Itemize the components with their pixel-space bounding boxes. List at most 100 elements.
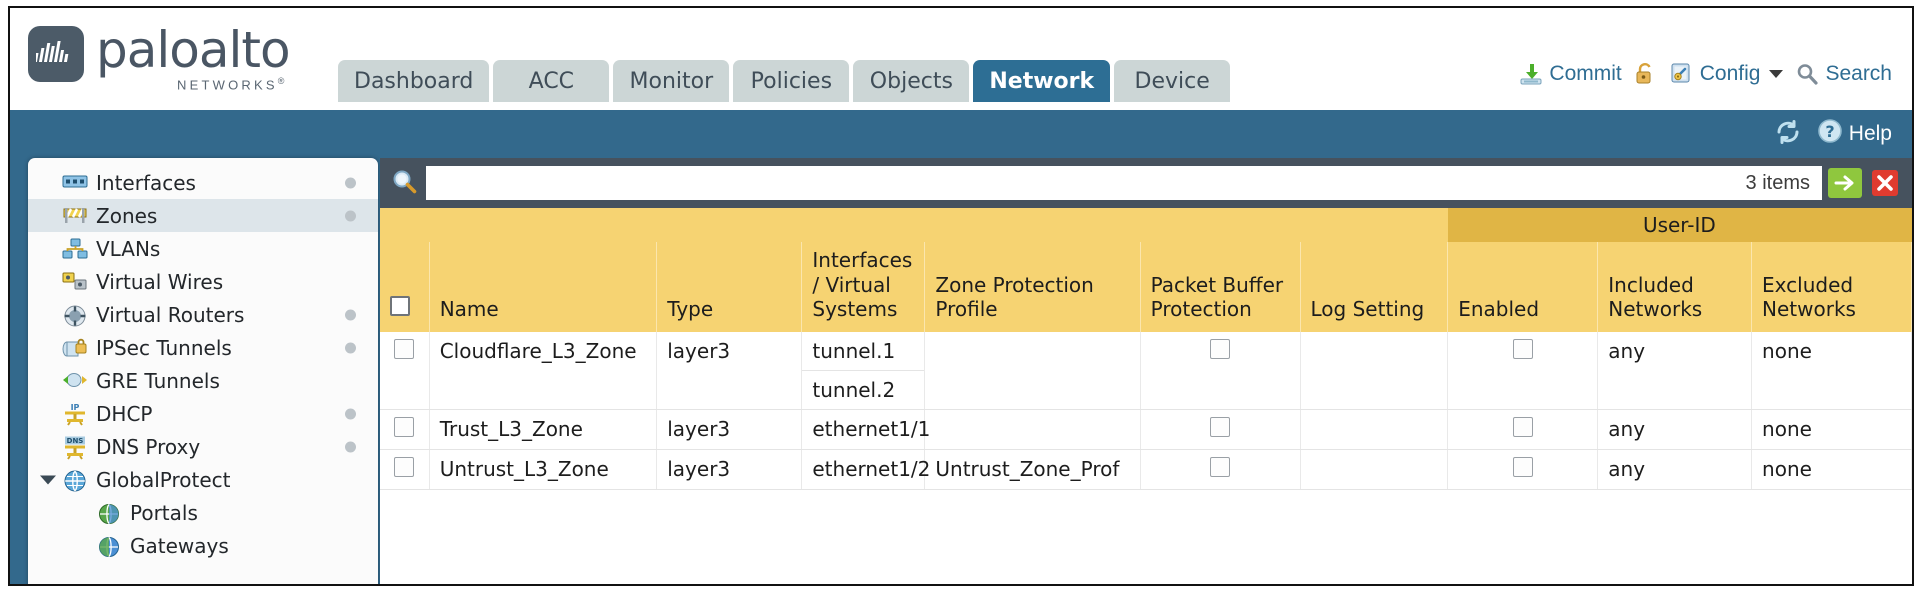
cell-packet-buffer-protection[interactable] xyxy=(1140,449,1301,490)
userid-enabled-checkbox[interactable] xyxy=(1512,338,1533,359)
status-dot xyxy=(345,177,356,188)
sidebar-item-dns-proxy[interactable]: DNS DNS Proxy xyxy=(28,430,378,463)
sidebar-item-gateways[interactable]: Gateways xyxy=(28,529,378,562)
sidebar-item-gre-tunnels[interactable]: GRE Tunnels xyxy=(28,364,378,397)
tab-objects[interactable]: Objects xyxy=(853,60,970,102)
top-toolbar: Commit xyxy=(1519,62,1892,86)
row-checkbox[interactable] xyxy=(394,338,415,359)
sidebar-item-label: GRE Tunnels xyxy=(96,368,220,393)
sidebar-item-label: IPSec Tunnels xyxy=(96,335,232,360)
sidebar-item-vlans[interactable]: VLANs xyxy=(28,232,378,265)
portals-icon xyxy=(96,502,122,524)
packet-buffer-checkbox[interactable] xyxy=(1210,338,1231,359)
userid-enabled-checkbox[interactable] xyxy=(1512,416,1533,437)
select-all-checkbox[interactable] xyxy=(390,296,410,317)
apply-filter-button[interactable] xyxy=(1828,168,1862,198)
cell-userid-enabled[interactable] xyxy=(1447,449,1599,490)
cell-interfaces: ethernet1/1 xyxy=(801,409,930,450)
col-type[interactable]: Type xyxy=(656,242,803,332)
sidebar-item-portals[interactable]: Portals xyxy=(28,496,378,529)
commit-download-icon xyxy=(1519,62,1543,86)
status-dot xyxy=(345,210,356,221)
cell-type: layer3 xyxy=(656,409,803,450)
sidebar-item-dhcp[interactable]: IP DHCP xyxy=(28,397,378,430)
cell-name[interactable]: Cloudflare_L3_Zone xyxy=(429,331,658,410)
sidebar-item-ipsec-tunnels[interactable]: IPSec Tunnels xyxy=(28,331,378,364)
packet-buffer-checkbox[interactable] xyxy=(1210,416,1231,437)
cell-userid-enabled[interactable] xyxy=(1447,409,1599,450)
vlans-icon xyxy=(62,238,88,260)
col-userid-enabled[interactable]: Enabled xyxy=(1447,242,1599,332)
paloalto-logo: paloalto NETWORKS® xyxy=(28,21,291,92)
sidebar-item-globalprotect[interactable]: GlobalProtect xyxy=(28,463,378,496)
table-row[interactable]: Untrust_L3_Zone layer3 ethernet1/2 Untru… xyxy=(380,449,1912,490)
config-dropdown[interactable]: Config xyxy=(1670,62,1784,86)
sidebar-item-virtual-routers[interactable]: Virtual Routers xyxy=(28,298,378,331)
lock-button[interactable] xyxy=(1634,62,1658,86)
sidebar-item-virtual-wires[interactable]: Virtual Wires xyxy=(28,265,378,298)
cell-name[interactable]: Untrust_L3_Zone xyxy=(429,449,658,490)
col-name[interactable]: Name xyxy=(429,242,658,332)
col-included-networks[interactable]: Included Networks xyxy=(1597,242,1753,332)
status-dot xyxy=(345,408,356,419)
row-checkbox[interactable] xyxy=(394,456,415,477)
padlock-icon xyxy=(1634,62,1658,86)
cell-name[interactable]: Trust_L3_Zone xyxy=(429,409,658,450)
sidebar-item-label: Portals xyxy=(130,500,198,525)
col-interfaces-virtual-systems[interactable]: Interfaces / Virtual Systems xyxy=(801,242,926,332)
brand-name: paloalto xyxy=(96,21,291,79)
main-nav-tabs: Dashboard ACC Monitor Policies Objects N… xyxy=(338,60,1234,102)
row-select-cell[interactable] xyxy=(380,449,430,490)
row-checkbox[interactable] xyxy=(394,416,415,437)
item-count-label: 3 items xyxy=(1741,166,1822,200)
col-log-setting[interactable]: Log Setting xyxy=(1300,242,1449,332)
col-zone-protection-profile[interactable]: Zone Protection Profile xyxy=(924,242,1141,332)
cell-packet-buffer-protection[interactable] xyxy=(1140,331,1301,410)
cell-packet-buffer-protection[interactable] xyxy=(1140,409,1301,450)
tab-monitor[interactable]: Monitor xyxy=(613,60,730,102)
cell-type: layer3 xyxy=(656,331,803,410)
cell-zone-protection-profile xyxy=(924,409,1141,450)
row-select-cell[interactable] xyxy=(380,331,430,410)
refresh-icon[interactable] xyxy=(1773,119,1803,150)
userid-enabled-checkbox[interactable] xyxy=(1512,456,1533,477)
cell-included-networks: any xyxy=(1597,331,1753,410)
tab-policies[interactable]: Policies xyxy=(733,60,850,102)
group-header-spacer xyxy=(380,208,1448,243)
row-select-cell[interactable] xyxy=(380,409,430,450)
cell-log-setting xyxy=(1300,331,1449,410)
search-button[interactable]: Search xyxy=(1795,62,1892,86)
chevron-down-icon xyxy=(1769,70,1784,78)
status-dot xyxy=(345,441,356,452)
sidebar-item-interfaces[interactable]: Interfaces xyxy=(28,166,378,199)
col-packet-buffer-protection[interactable]: Packet Buffer Protection xyxy=(1140,242,1301,332)
table-row[interactable]: Trust_L3_Zone layer3 ethernet1/1 any non… xyxy=(380,409,1912,450)
sidebar-item-label: DHCP xyxy=(96,401,153,426)
col-excluded-networks[interactable]: Excluded Networks xyxy=(1751,242,1912,332)
globalprotect-globe-icon xyxy=(62,469,88,491)
svg-text:IP: IP xyxy=(71,403,80,412)
sidebar-item-label: Zones xyxy=(96,203,158,228)
search-input[interactable] xyxy=(426,166,1742,200)
tab-dashboard[interactable]: Dashboard xyxy=(338,60,490,102)
commit-button[interactable]: Commit xyxy=(1519,62,1622,86)
tab-device[interactable]: Device xyxy=(1114,60,1231,102)
tab-acc[interactable]: ACC xyxy=(493,60,610,102)
group-header-userid: User-ID xyxy=(1447,208,1912,243)
cell-log-setting xyxy=(1300,449,1449,490)
magnifier-icon[interactable] xyxy=(390,168,420,198)
cell-interfaces: ethernet1/2 xyxy=(801,449,930,490)
status-dot xyxy=(345,309,356,320)
table-header-row: Name Type Interfaces / Virtual Systems Z… xyxy=(380,242,1912,332)
table-row[interactable]: Cloudflare_L3_Zone layer3 tunnel.1 tunne… xyxy=(380,331,1912,410)
cell-userid-enabled[interactable] xyxy=(1447,331,1599,410)
packet-buffer-checkbox[interactable] xyxy=(1210,456,1231,477)
twisty-expanded-icon[interactable] xyxy=(40,475,56,484)
clear-filter-button[interactable] xyxy=(1868,167,1902,199)
select-all-header[interactable] xyxy=(380,242,430,332)
help-button[interactable]: ? Help xyxy=(1817,118,1892,150)
content-panel: 3 items xyxy=(380,158,1912,584)
sidebar-item-label: Virtual Routers xyxy=(96,302,245,327)
sidebar-item-zones[interactable]: Zones xyxy=(28,199,378,232)
tab-network[interactable]: Network xyxy=(973,60,1111,102)
